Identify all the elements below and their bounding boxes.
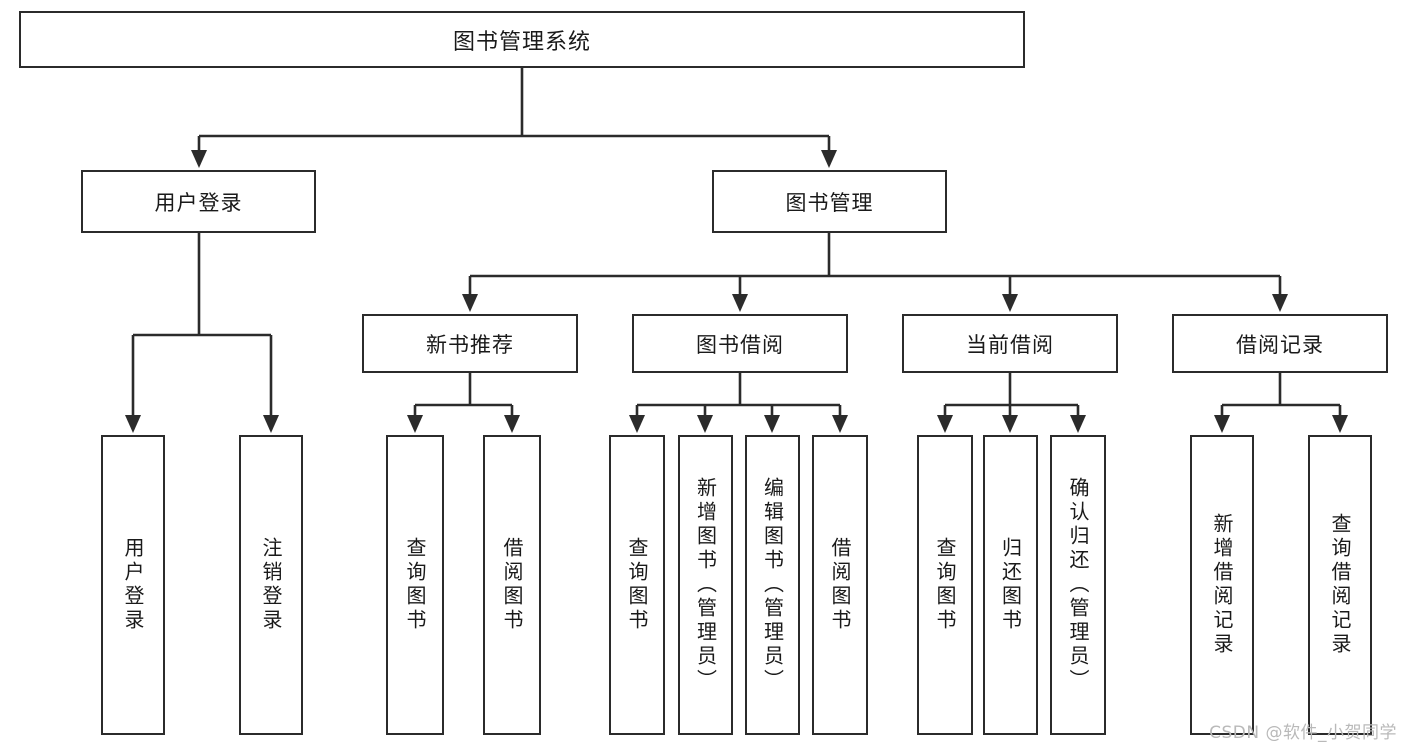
- node-label: 查询图书: [403, 537, 427, 633]
- arrowhead-newbook-leaf2: [504, 415, 520, 433]
- node-label: 归还图书: [998, 537, 1023, 633]
- node-book-borrow[interactable]: 图书借阅: [632, 314, 848, 373]
- node-user-login[interactable]: 用户登录: [81, 170, 316, 233]
- arrowhead-borrow-leaf1: [629, 415, 645, 433]
- arrowhead-login-leaf2: [263, 415, 279, 433]
- arrowhead-borrow-leaf2: [697, 415, 713, 433]
- node-label: 当前借阅: [966, 332, 1054, 357]
- leaf-borrow-borrow-book[interactable]: 借阅图书: [812, 435, 868, 735]
- leaf-current-query-book[interactable]: 查询图书: [917, 435, 973, 735]
- leaf-borrow-edit-book-admin[interactable]: 编辑图书（管理员）: [745, 435, 800, 735]
- node-label: 用户登录: [154, 190, 243, 215]
- node-current-borrow[interactable]: 当前借阅: [902, 314, 1118, 373]
- node-new-book-recommend[interactable]: 新书推荐: [362, 314, 578, 373]
- leaf-borrow-add-book-admin[interactable]: 新增图书（管理员）: [678, 435, 733, 735]
- arrowhead-current-leaf1: [937, 415, 953, 433]
- arrowhead-record-leaf2: [1332, 415, 1348, 433]
- arrowhead-current-leaf2: [1002, 415, 1018, 433]
- node-label: 用户登录: [121, 537, 145, 633]
- arrowhead-newbook-leaf1: [407, 415, 423, 433]
- node-label: 图书管理: [785, 190, 874, 215]
- arrowhead-newbook: [462, 294, 478, 312]
- arrowhead-borrow-leaf3: [764, 415, 780, 433]
- node-label: 借阅记录: [1236, 332, 1324, 357]
- node-label: 新增借阅记录: [1210, 513, 1234, 657]
- arrowhead-current: [1002, 294, 1018, 312]
- leaf-newbook-query-book[interactable]: 查询图书: [386, 435, 444, 735]
- node-label: 借阅图书: [500, 537, 524, 633]
- node-label: 编辑图书（管理员）: [760, 477, 785, 693]
- node-label: 图书管理系统: [452, 29, 591, 55]
- arrowhead-record: [1272, 294, 1288, 312]
- node-book-management[interactable]: 图书管理: [712, 170, 947, 233]
- node-label: 图书借阅: [696, 332, 784, 357]
- node-label: 注销登录: [259, 537, 283, 633]
- node-label: 确认归还（管理员）: [1066, 477, 1090, 693]
- arrowhead-bookmgmt: [821, 150, 837, 168]
- leaf-borrow-query-book[interactable]: 查询图书: [609, 435, 665, 735]
- arrowhead-login: [191, 150, 207, 168]
- node-root-system[interactable]: 图书管理系统: [19, 11, 1025, 68]
- leaf-record-add-record[interactable]: 新增借阅记录: [1190, 435, 1254, 735]
- leaf-user-login[interactable]: 用户登录: [101, 435, 165, 735]
- arrowhead-borrow: [732, 294, 748, 312]
- node-label: 查询图书: [933, 537, 957, 633]
- leaf-user-logout[interactable]: 注销登录: [239, 435, 303, 735]
- leaf-current-return-book[interactable]: 归还图书: [983, 435, 1038, 735]
- node-label: 新增图书（管理员）: [693, 477, 718, 693]
- leaf-record-query-record[interactable]: 查询借阅记录: [1308, 435, 1372, 735]
- watermark-text: CSDN @软件_小贺同学: [1209, 723, 1397, 743]
- arrowhead-borrow-leaf4: [832, 415, 848, 433]
- node-label: 新书推荐: [426, 332, 514, 357]
- node-label: 查询图书: [625, 537, 649, 633]
- leaf-newbook-borrow-book[interactable]: 借阅图书: [483, 435, 541, 735]
- arrowhead-login-leaf1: [125, 415, 141, 433]
- leaf-current-confirm-return-admin[interactable]: 确认归还（管理员）: [1050, 435, 1106, 735]
- arrowhead-current-leaf3: [1070, 415, 1086, 433]
- arrowhead-record-leaf1: [1214, 415, 1230, 433]
- node-label: 借阅图书: [828, 537, 852, 633]
- node-label: 查询借阅记录: [1328, 513, 1352, 657]
- node-borrow-record[interactable]: 借阅记录: [1172, 314, 1388, 373]
